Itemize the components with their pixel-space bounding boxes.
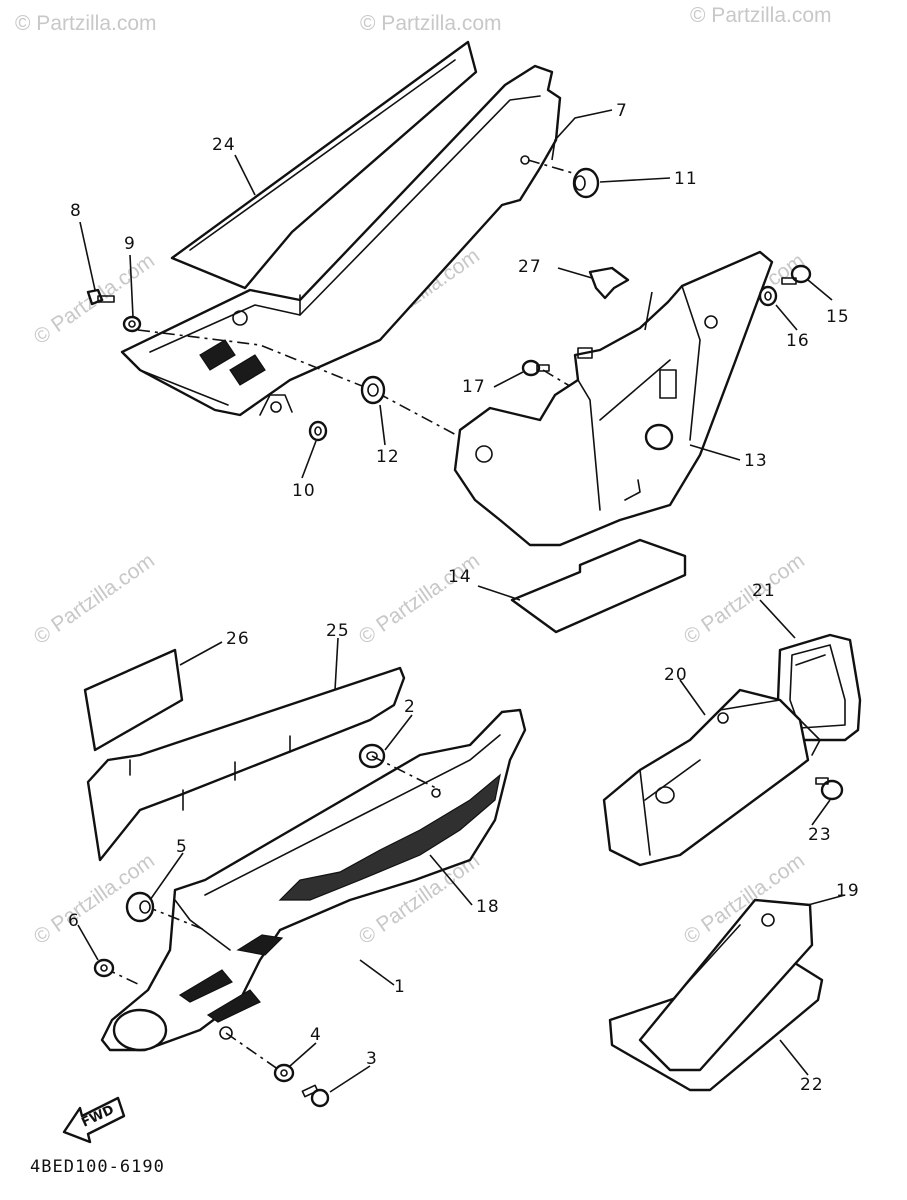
callout-1: 1	[394, 977, 406, 997]
part-12-grommet	[360, 375, 386, 405]
part-13-bracket-box	[453, 250, 774, 547]
callout-9: 9	[124, 234, 136, 254]
watermark: © Partzilla.com	[360, 12, 502, 35]
callout-13: 13	[744, 451, 768, 471]
callout-2: 2	[404, 697, 416, 717]
diagram-code: 4BED100-6190	[30, 1157, 165, 1177]
callout-26: 26	[226, 629, 250, 649]
part-15-bolt	[781, 264, 812, 285]
callout-20: 20	[664, 665, 688, 685]
part-25-decal	[86, 666, 406, 862]
callout-12: 12	[376, 447, 400, 467]
watermark: © Partzilla.com	[30, 549, 159, 649]
callout-16: 16	[786, 331, 810, 351]
part-6-washer	[93, 958, 115, 978]
part-24-decal	[170, 40, 478, 290]
part-26-decal	[83, 648, 184, 752]
callout-18: 18	[476, 897, 500, 917]
part-19-bag	[638, 898, 814, 1072]
callout-11: 11	[674, 169, 698, 189]
part-9-washer	[122, 315, 142, 333]
callout-labels: 7 11 24 8 9 10 12 27 15 16 17 13 14 26 2…	[68, 101, 860, 1095]
callout-10: 10	[292, 481, 316, 501]
callout-25: 25	[326, 621, 350, 641]
callout-23: 23	[808, 825, 832, 845]
callout-3: 3	[366, 1049, 378, 1069]
assembly-line	[225, 1032, 283, 1073]
callout-7: 7	[616, 101, 628, 121]
part-17-bolt	[521, 359, 550, 377]
part-8-bolt	[86, 288, 115, 306]
callout-22: 22	[800, 1075, 824, 1095]
callout-21: 21	[752, 581, 776, 601]
callout-15: 15	[826, 307, 850, 327]
part-18-decal	[236, 773, 501, 956]
part-14-pad	[510, 538, 687, 634]
part-23-bolt	[815, 777, 844, 801]
part-5-grommet	[125, 891, 155, 923]
part-20-tool-box	[602, 688, 821, 867]
callout-24: 24	[212, 135, 236, 155]
callout-8: 8	[70, 201, 82, 221]
part-4-washer	[273, 1063, 295, 1083]
callout-14: 14	[448, 567, 472, 587]
callout-5: 5	[176, 837, 188, 857]
assembly-line	[137, 329, 476, 446]
callout-6: 6	[68, 911, 80, 931]
part-21-handle	[776, 633, 862, 742]
part-3-bolt	[301, 1084, 330, 1108]
callout-4: 4	[310, 1025, 322, 1045]
callout-27: 27	[518, 257, 542, 277]
watermark: © Partzilla.com	[15, 12, 157, 35]
assembly-line	[144, 905, 206, 931]
callout-17: 17	[462, 377, 486, 397]
leader-lines	[77, 109, 846, 1093]
watermark: © Partzilla.com	[355, 549, 484, 649]
part-16-washer	[758, 285, 778, 307]
part-27-clip	[588, 266, 630, 300]
watermark: © Partzilla.com	[680, 549, 809, 649]
callout-19: 19	[836, 881, 860, 901]
part-11-grommet	[572, 167, 600, 199]
part-10-washer	[308, 420, 328, 442]
watermark: © Partzilla.com	[690, 4, 832, 27]
part-7-side-cover	[120, 64, 562, 417]
fwd-arrow-icon: FWD	[62, 1096, 126, 1144]
